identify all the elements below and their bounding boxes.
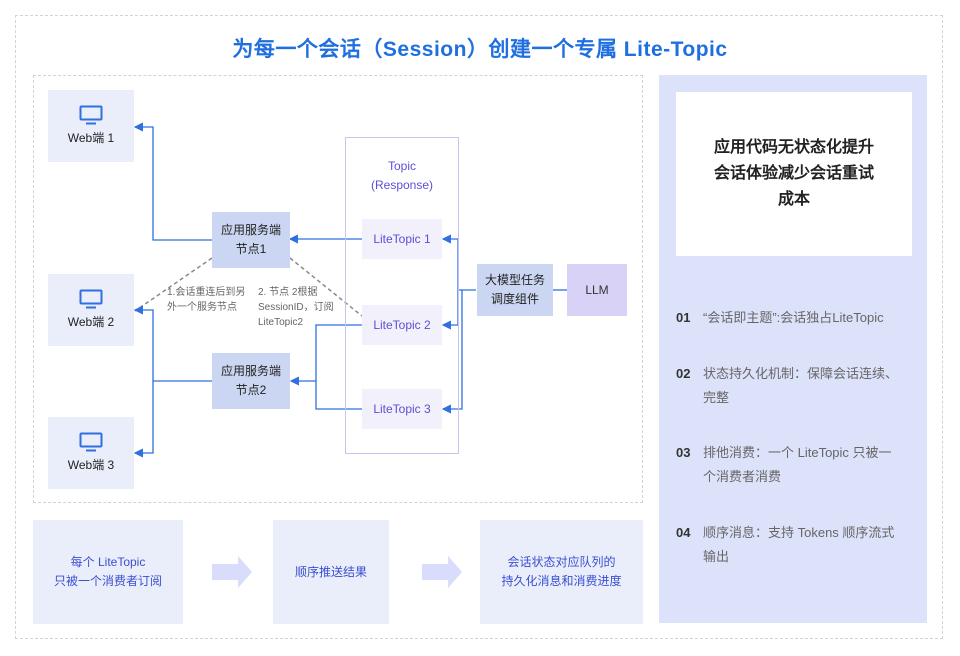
lite-topic-1: LiteTopic 1 bbox=[362, 219, 442, 259]
feature-number: 01 bbox=[676, 310, 691, 325]
note-line: LiteTopic2 bbox=[258, 317, 304, 328]
dashed-reconnect bbox=[134, 257, 213, 312]
scheduler-label: 调度组件 bbox=[490, 292, 539, 306]
note-resubscribe: 2. 节点 2根据 SessionID，订阅 LiteTopic2 bbox=[258, 285, 334, 330]
side-heading: 应用代码无状态化提升 会话体验减少会话重试 成本 bbox=[676, 92, 912, 256]
connector-node1-web1 bbox=[133, 122, 212, 241]
monitor-icon bbox=[79, 432, 103, 451]
connector-lt3-node2 bbox=[315, 381, 362, 410]
flow-arrow-2 bbox=[422, 556, 462, 588]
app-node-label: 应用服务端 bbox=[220, 364, 281, 378]
note-line: 外一个服务节点 bbox=[167, 302, 237, 313]
topic-title-line: Topic bbox=[387, 159, 416, 173]
feature-item-2: 02 状态持久化机制：保障会话连续、 完整 bbox=[676, 362, 916, 410]
feature-text: “会话即主题”:会话独占LiteTopic bbox=[703, 310, 884, 325]
dashed-resubscribe bbox=[289, 257, 363, 317]
note-line: 1.会话重连后到另 bbox=[167, 287, 246, 298]
client-label: Web端 2 bbox=[67, 314, 115, 329]
scheduler-label: 大模型任务 bbox=[484, 273, 545, 287]
scheduler-component: 大模型任务 调度组件 bbox=[477, 264, 553, 316]
side-heading-line: 会话体验减少会话重试 bbox=[713, 165, 874, 182]
monitor-icon bbox=[79, 289, 103, 308]
diagram-area bbox=[33, 75, 643, 503]
feature-item-3: 03 排他消费：一个 LiteTopic 只被一 个消费者消费 bbox=[676, 441, 916, 489]
flow-step-2: 顺序推送结果 bbox=[273, 520, 389, 624]
topic-title-line: (Response) bbox=[370, 178, 434, 192]
connector-node2-web2 bbox=[133, 305, 212, 382]
lite-topic-3: LiteTopic 3 bbox=[362, 389, 442, 429]
feature-text: 输出 bbox=[703, 549, 730, 564]
client-web-1: Web端 1 bbox=[48, 90, 134, 162]
app-node-1: 应用服务端 节点1 bbox=[212, 212, 290, 268]
app-node-label: 应用服务端 bbox=[220, 223, 281, 237]
topic-title: Topic (Response) bbox=[345, 157, 459, 195]
feature-item-4: 04 顺序消息：支持 Tokens 顺序流式 输出 bbox=[676, 521, 916, 569]
flow-text: 会话状态对应队列的 bbox=[507, 555, 616, 569]
side-heading-line: 应用代码无状态化提升 bbox=[713, 139, 874, 156]
app-node-2: 应用服务端 节点2 bbox=[212, 353, 290, 409]
note-reconnect: 1.会话重连后到另 外一个服务节点 bbox=[167, 285, 245, 315]
feature-item-1: 01 “会话即主题”:会话独占LiteTopic bbox=[676, 306, 916, 330]
connector-lt2-node2 bbox=[289, 324, 362, 386]
feature-text: 排他消费：一个 LiteTopic 只被一 bbox=[703, 445, 892, 460]
topic-container bbox=[345, 137, 459, 454]
outer-frame bbox=[15, 15, 943, 639]
feature-text: 顺序消息：支持 Tokens 顺序流式 bbox=[703, 525, 895, 540]
app-node-label: 节点1 bbox=[235, 242, 267, 256]
monitor-icon bbox=[79, 105, 103, 124]
lite-topic-2: LiteTopic 2 bbox=[362, 305, 442, 345]
flow-arrow-1 bbox=[212, 556, 252, 588]
flow-step-3: 会话状态对应队列的 持久化消息和消费进度 bbox=[480, 520, 643, 624]
feature-number: 03 bbox=[676, 445, 691, 460]
flow-text: 只被一个消费者订阅 bbox=[53, 574, 162, 588]
feature-text: 个消费者消费 bbox=[703, 469, 782, 484]
connector-sched-lt3 bbox=[441, 290, 463, 414]
llm-box: LLM bbox=[567, 264, 627, 316]
connector-node2-web3 bbox=[133, 381, 154, 458]
feature-text: 状态持久化机制：保障会话连续、 bbox=[703, 366, 899, 381]
page-title: 为每一个会话（Session）创建一个专属 Lite-Topic bbox=[232, 38, 728, 61]
client-web-3: Web端 3 bbox=[48, 417, 134, 489]
client-label: Web端 3 bbox=[67, 457, 115, 472]
flow-text: 每个 LiteTopic bbox=[70, 555, 146, 569]
side-heading-line: 成本 bbox=[777, 191, 810, 208]
note-line: 2. 节点 2根据 bbox=[258, 287, 318, 298]
client-label: Web端 1 bbox=[67, 130, 115, 145]
client-web-2: Web端 2 bbox=[48, 274, 134, 346]
feature-number: 04 bbox=[676, 525, 691, 540]
feature-number: 02 bbox=[676, 366, 691, 381]
app-node-label: 节点2 bbox=[235, 383, 267, 397]
feature-text: 完整 bbox=[703, 390, 730, 405]
note-line: SessionID，订阅 bbox=[258, 302, 334, 313]
flow-text: 持久化消息和消费进度 bbox=[501, 574, 622, 588]
flow-text: 顺序推送结果 bbox=[294, 564, 367, 579]
flow-step-1: 每个 LiteTopic 只被一个消费者订阅 bbox=[33, 520, 183, 624]
